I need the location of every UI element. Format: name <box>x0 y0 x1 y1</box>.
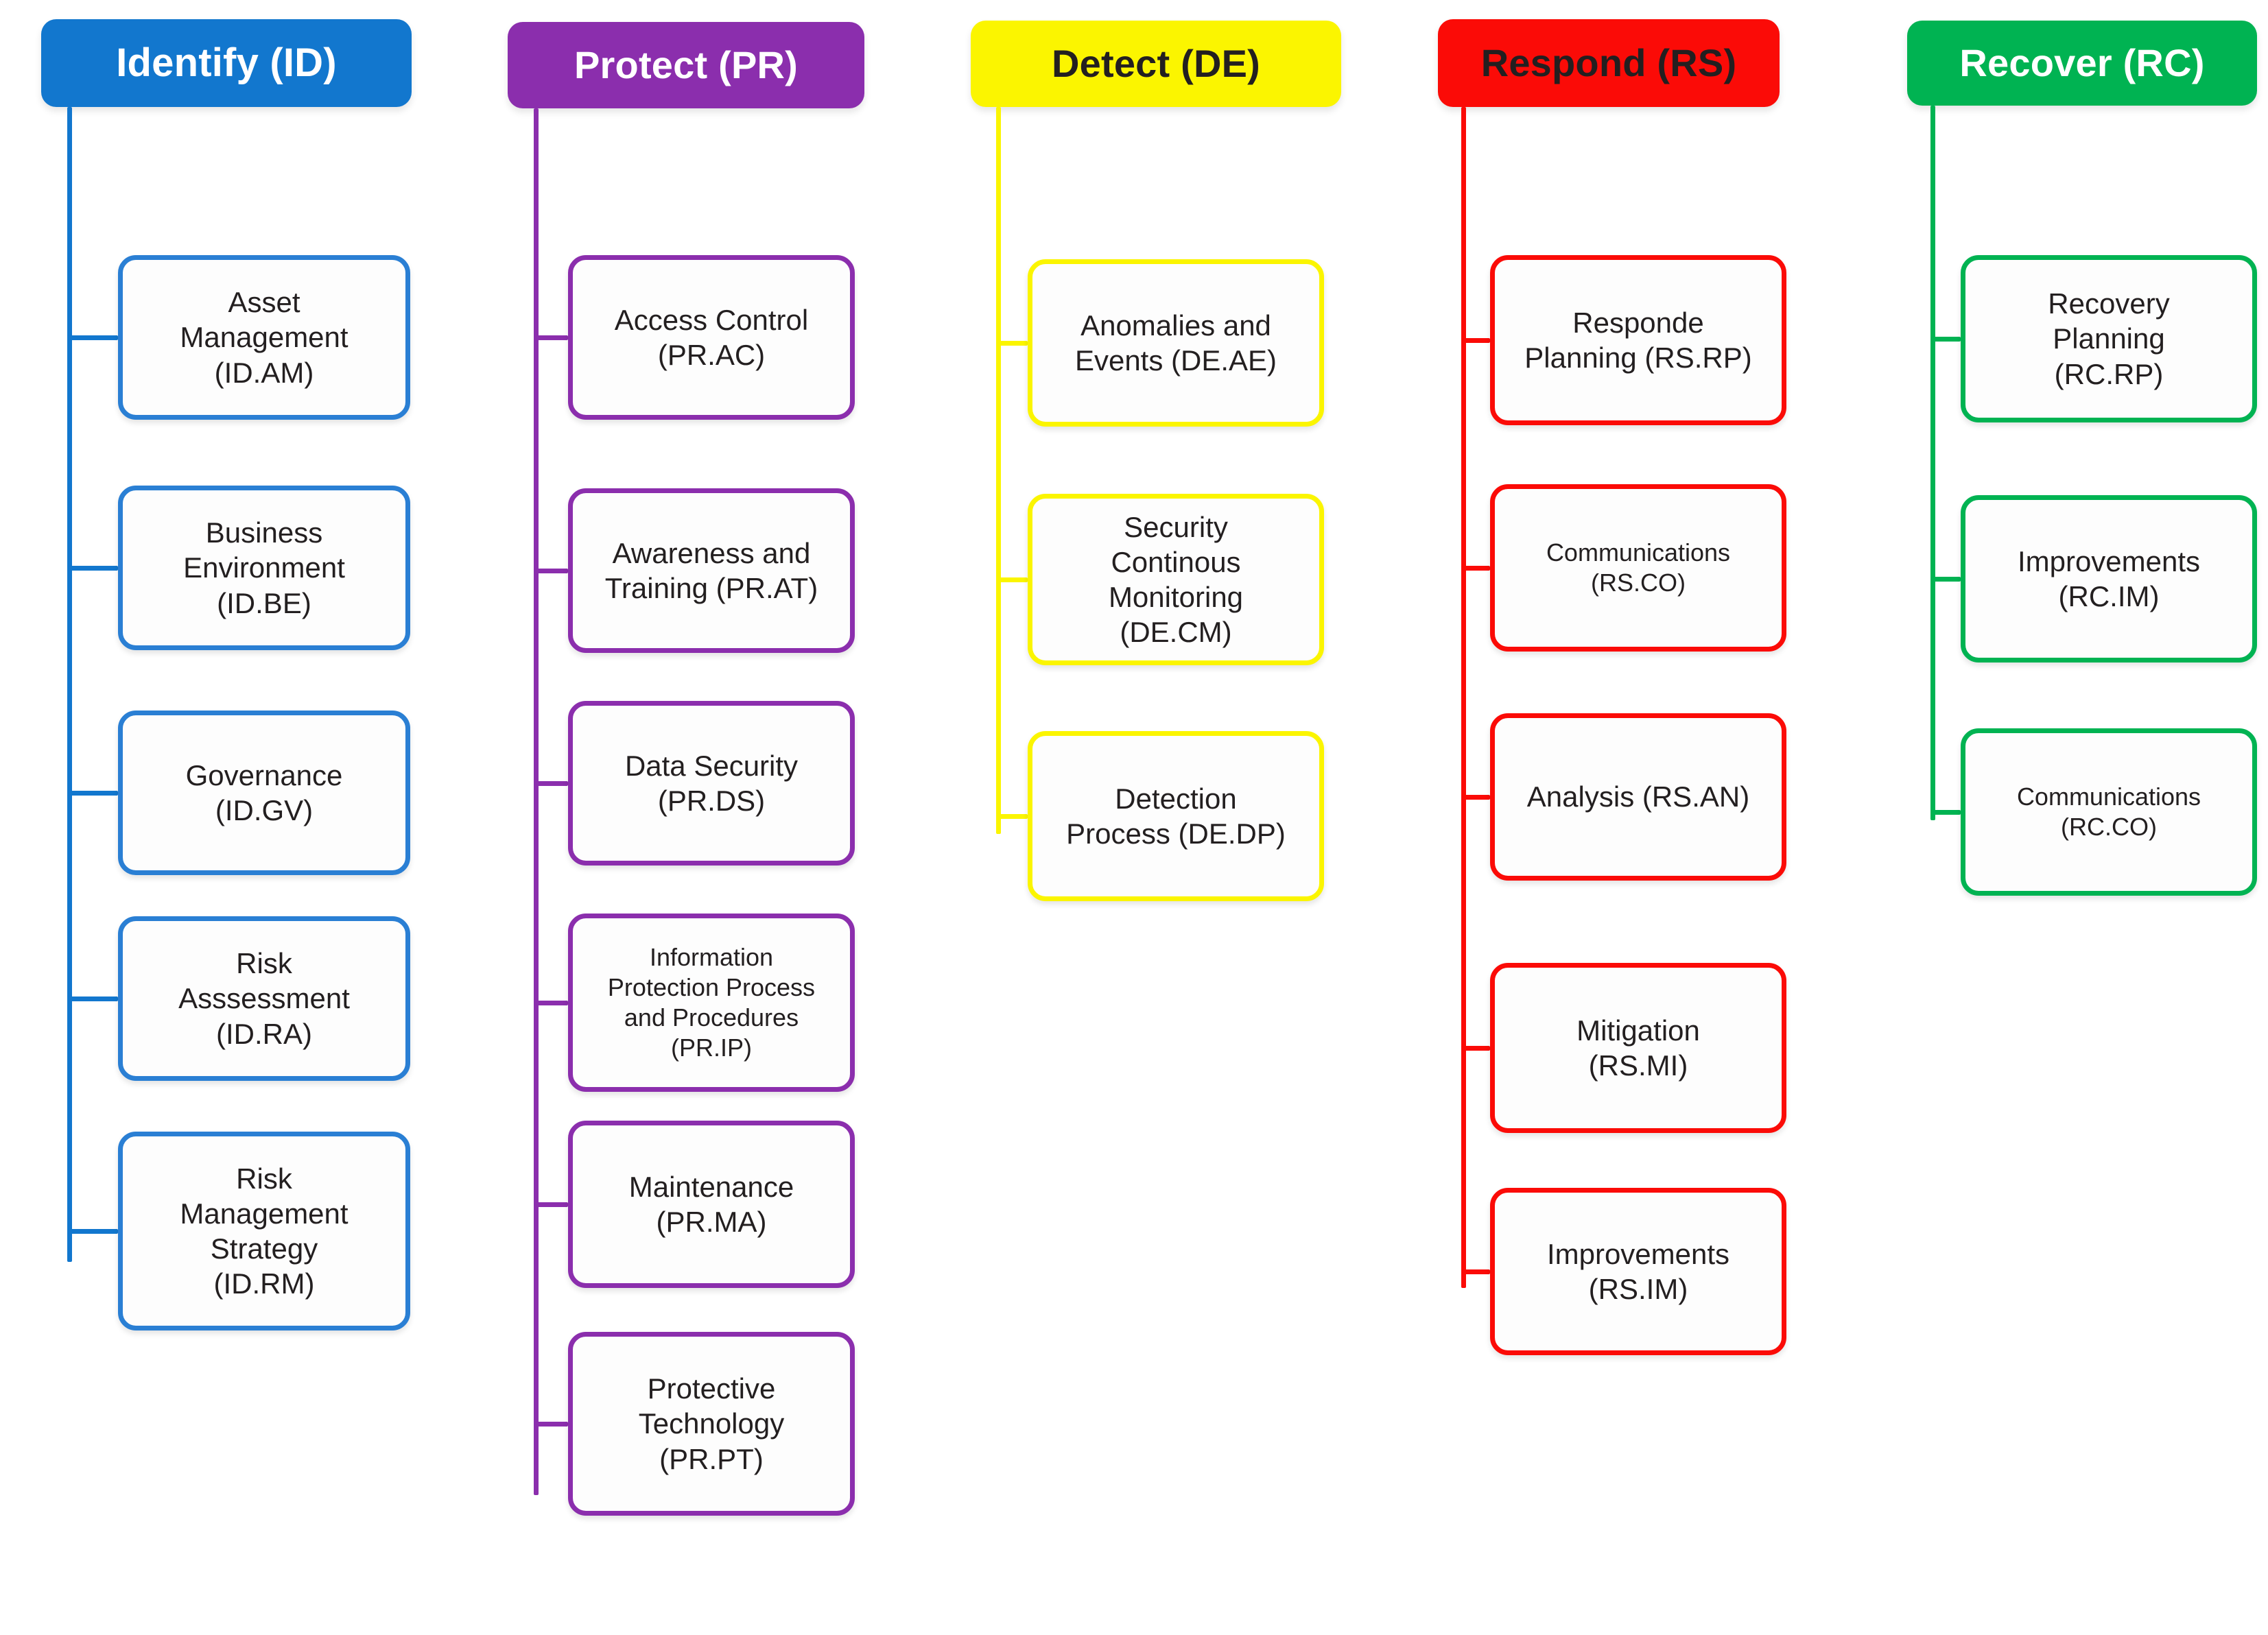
category-box[interactable]: Analysis (RS.AN) <box>1490 713 1786 881</box>
connector-branch-detect-0 <box>996 341 1028 346</box>
category-box[interactable]: Data Security(PR.DS) <box>568 701 855 866</box>
connector-branch-protect-3 <box>534 1001 568 1005</box>
category-box[interactable]: Governance(ID.GV) <box>118 711 410 875</box>
connector-branch-identify-4 <box>67 1229 118 1234</box>
category-box[interactable]: Access Control(PR.AC) <box>568 255 855 420</box>
category-label: Improvements(RS.IM) <box>1546 1237 1730 1305</box>
connector-branch-respond-4 <box>1461 1269 1490 1274</box>
category-label: Maintenance(PR.MA) <box>628 1170 794 1238</box>
category-label: Communications(RC.CO) <box>2016 783 2201 841</box>
connector-branch-protect-5 <box>534 1422 568 1427</box>
function-header-identify[interactable]: Identify (ID) <box>41 19 412 107</box>
connector-trunk-identify <box>67 107 72 1262</box>
function-header-label: Recover (RC) <box>1959 41 2205 85</box>
connector-branch-protect-0 <box>534 335 568 340</box>
connector-branch-identify-0 <box>67 335 118 340</box>
connector-trunk-detect <box>996 107 1001 834</box>
connector-trunk-protect <box>534 108 539 1495</box>
connector-branch-identify-2 <box>67 791 118 796</box>
connector-branch-recover-1 <box>1930 577 1961 582</box>
connector-branch-recover-0 <box>1930 337 1961 342</box>
connector-branch-respond-2 <box>1461 795 1490 800</box>
function-header-label: Detect (DE) <box>1051 42 1261 86</box>
category-label: Data Security(PR.DS) <box>624 749 799 817</box>
connector-branch-protect-1 <box>534 569 568 573</box>
category-box[interactable]: Mitigation(RS.MI) <box>1490 963 1786 1133</box>
function-header-label: Protect (PR) <box>574 43 798 87</box>
category-label: Improvements(RC.IM) <box>2017 545 2201 612</box>
category-label: Mitigation(RS.MI) <box>1576 1014 1700 1082</box>
category-box[interactable]: Improvements(RS.IM) <box>1490 1188 1786 1355</box>
category-label: Communications(RS.CO) <box>1546 538 1731 597</box>
connector-branch-detect-2 <box>996 814 1028 819</box>
category-label: Analysis (RS.AN) <box>1526 780 1750 813</box>
function-header-protect[interactable]: Protect (PR) <box>508 22 864 108</box>
category-label: Access Control(PR.AC) <box>614 303 809 371</box>
category-box[interactable]: Communications(RS.CO) <box>1490 484 1786 652</box>
connector-branch-respond-3 <box>1461 1046 1490 1051</box>
connector-branch-protect-2 <box>534 781 568 786</box>
category-label: Governance(ID.GV) <box>185 759 343 826</box>
function-header-label: Identify (ID) <box>116 40 337 86</box>
connector-branch-identify-1 <box>67 566 118 571</box>
function-header-respond[interactable]: Respond (RS) <box>1438 19 1780 107</box>
function-header-detect[interactable]: Detect (DE) <box>971 21 1341 107</box>
connector-branch-recover-2 <box>1930 810 1961 815</box>
category-box[interactable]: Improvements(RC.IM) <box>1961 495 2257 663</box>
category-box[interactable]: Communications(RC.CO) <box>1961 728 2257 896</box>
connector-trunk-respond <box>1461 107 1466 1288</box>
connector-branch-detect-1 <box>996 577 1028 582</box>
connector-branch-identify-3 <box>67 996 118 1001</box>
connector-branch-respond-1 <box>1461 566 1490 571</box>
category-box[interactable]: Maintenance(PR.MA) <box>568 1121 855 1288</box>
function-header-recover[interactable]: Recover (RC) <box>1907 21 2257 106</box>
function-header-label: Respond (RS) <box>1480 41 1737 85</box>
connector-branch-protect-4 <box>534 1202 568 1207</box>
connector-branch-respond-0 <box>1461 338 1490 343</box>
connector-trunk-recover <box>1930 106 1935 820</box>
